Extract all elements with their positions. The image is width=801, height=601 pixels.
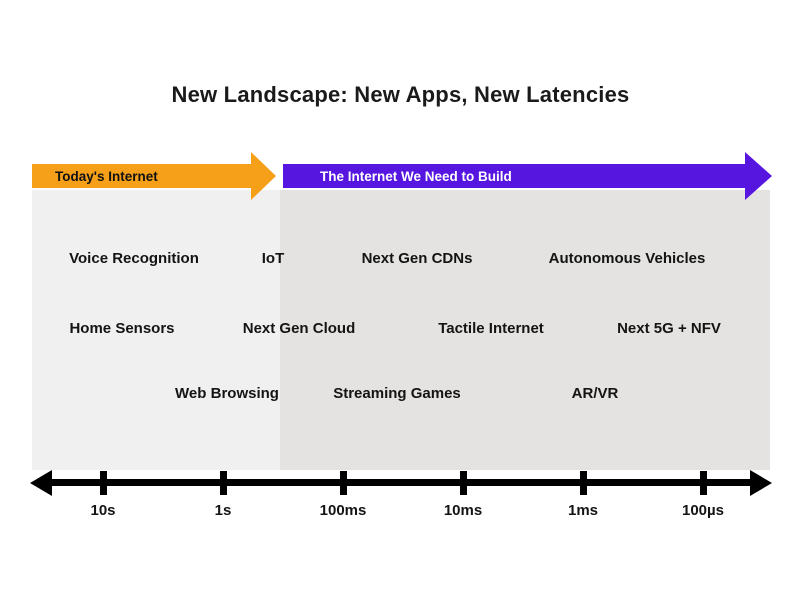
todays-internet-region [32,190,280,470]
app-label-voice-recognition: Voice Recognition [69,250,199,267]
axis-tick-100ms [340,471,347,495]
app-label-next-gen-cdns: Next Gen CDNs [361,250,473,267]
axis-tick-label-1ms: 1ms [567,502,599,519]
app-label-next-gen-cloud: Next Gen Cloud [242,320,356,337]
axis-tick-label-10s: 10s [90,502,116,519]
internet-to-build-arrow: The Internet We Need to Build [283,164,745,188]
axis-tick-1s [220,471,227,495]
app-label-tactile-internet: Tactile Internet [438,320,544,337]
internet-to-build-arrow-label: The Internet We Need to Build [320,168,512,184]
internet-to-build-arrowhead-icon [745,152,772,200]
app-label-home-sensors: Home Sensors [69,320,175,337]
axis-tick-label-100ms: 100ms [319,502,367,519]
app-label-web-browsing: Web Browsing [175,385,279,402]
axis-tick-10s [100,471,107,495]
todays-internet-arrowhead-icon [251,152,276,200]
todays-internet-arrow-label: Today's Internet [55,168,158,184]
todays-internet-arrow: Today's Internet [32,164,251,188]
axis-tick-label-1s: 1s [214,502,232,519]
latency-axis-line [45,479,757,486]
diagram-title: New Landscape: New Apps, New Latencies [171,82,630,107]
axis-tick-label-10ms: 10ms [443,502,483,519]
internet-to-build-region [280,190,770,470]
axis-right-arrowhead-icon [750,470,772,496]
axis-left-arrowhead-icon [30,470,52,496]
app-label-next-5g-nfv: Next 5G + NFV [617,320,721,337]
app-label-ar-vr: AR/VR [571,385,619,402]
axis-tick-label-100us: 100µs [681,502,725,519]
axis-tick-1ms [580,471,587,495]
app-label-autonomous-vehicles: Autonomous Vehicles [548,250,706,267]
axis-tick-100us [700,471,707,495]
app-label-streaming-games: Streaming Games [333,385,461,402]
axis-tick-10ms [460,471,467,495]
app-label-iot: IoT [261,250,285,267]
